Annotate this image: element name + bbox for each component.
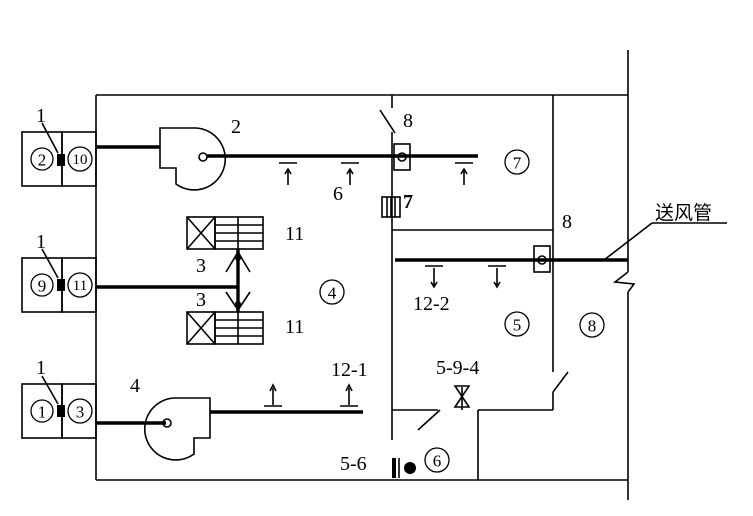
pump-5-6: 5-6 xyxy=(340,453,416,478)
room-4-label: 4 xyxy=(328,284,337,303)
circled-2 xyxy=(30,147,54,171)
label-5-6: 5-6 xyxy=(340,453,367,475)
supply-duct: 8 送风管 12-2 xyxy=(395,202,727,315)
room-6-label: 6 xyxy=(433,452,442,471)
circled-9-text: 9 xyxy=(38,277,47,296)
circled-11 xyxy=(67,272,93,298)
label-7-box: 7 xyxy=(403,191,413,213)
door-leaf-top xyxy=(379,109,396,134)
label-12-1: 12-1 xyxy=(331,359,368,381)
fan-top: 2 xyxy=(96,116,241,191)
building-walls xyxy=(95,50,636,500)
door-leaf-right xyxy=(552,371,569,393)
circled-2-text: 2 xyxy=(38,151,47,170)
circled-3-text: 3 xyxy=(76,403,85,422)
label-8-right: 8 xyxy=(562,211,572,233)
circled-1 xyxy=(30,399,54,423)
coil-piping xyxy=(96,249,251,312)
label-1-bottom: 1 xyxy=(36,357,46,379)
label-11-lower: 11 xyxy=(285,316,304,338)
room-8-label: 8 xyxy=(588,317,597,336)
duct-top: 6 8 xyxy=(207,110,478,205)
fan-bottom: 4 12-1 xyxy=(96,359,368,461)
circled-11-text: 11 xyxy=(73,278,87,294)
label-4: 4 xyxy=(130,375,140,397)
door-leaf-room6 xyxy=(417,409,441,431)
circled-10 xyxy=(67,146,93,172)
circled-1-text: 1 xyxy=(38,403,47,422)
label-3-lower: 3 xyxy=(196,289,206,311)
outdoor-unit-bottom: 1 3 1 xyxy=(21,357,97,439)
supply-duct-label: 送风管 xyxy=(655,202,712,224)
label-11-upper: 11 xyxy=(285,223,304,245)
item-7-box: 7 xyxy=(381,191,413,218)
label-1-mid: 1 xyxy=(36,231,46,253)
label-2: 2 xyxy=(231,116,241,138)
label-8-top: 8 xyxy=(403,110,413,132)
coil-lower: 11 3 xyxy=(186,289,304,345)
room-labels: 4 7 5 8 6 xyxy=(319,149,605,473)
circled-3 xyxy=(67,398,93,424)
coil-upper: 11 3 xyxy=(186,216,304,277)
circled-9 xyxy=(30,273,54,297)
label-1-top: 1 xyxy=(36,105,46,127)
outdoor-unit-mid: 9 11 1 xyxy=(21,231,97,313)
room-5-label: 5 xyxy=(513,316,522,335)
valve-5-9-4: 5-9-4 xyxy=(436,357,479,410)
room-7-label: 7 xyxy=(513,154,522,173)
circled-10-text: 10 xyxy=(73,152,88,168)
outdoor-unit-top: 2 10 1 xyxy=(21,105,97,187)
label-5-9-4: 5-9-4 xyxy=(436,357,479,379)
label-6: 6 xyxy=(333,183,343,205)
label-12-2: 12-2 xyxy=(413,293,450,315)
label-3-upper: 3 xyxy=(196,255,206,277)
